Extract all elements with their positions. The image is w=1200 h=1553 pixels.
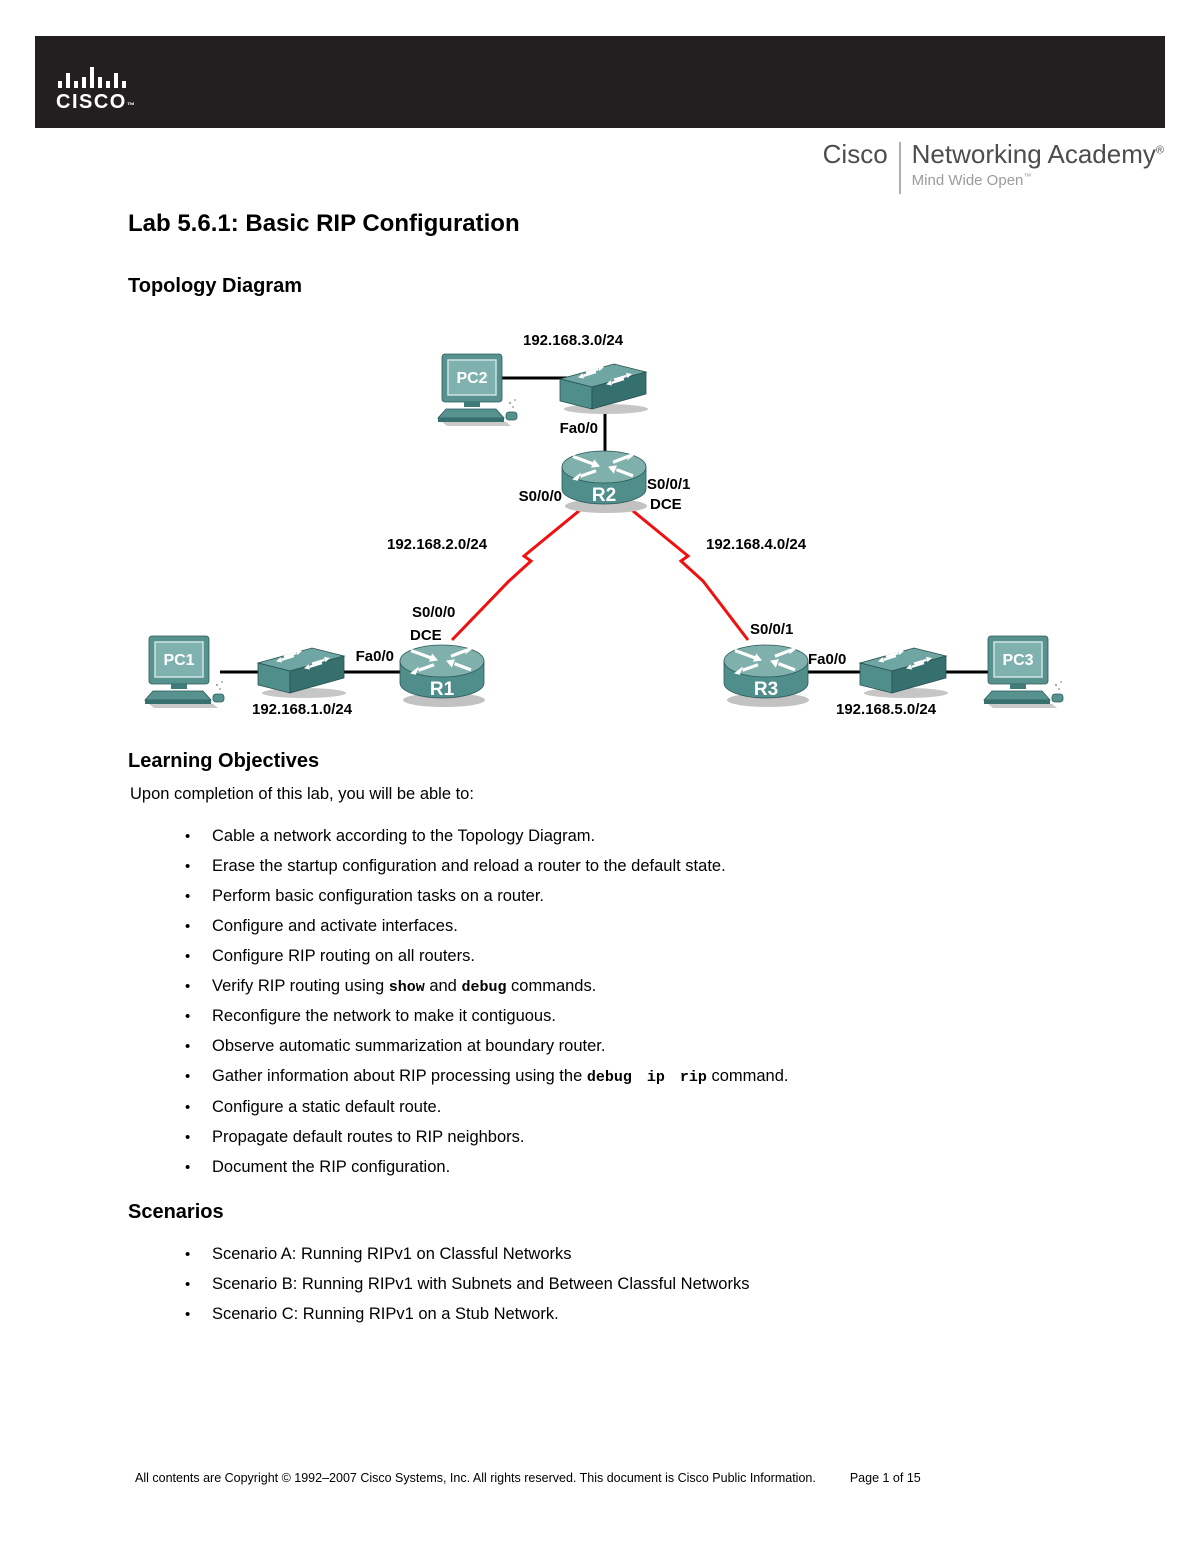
network-label-net5: 192.168.5.0/24: [836, 701, 937, 718]
interface-label-r2-fa00: Fa0/0: [559, 420, 598, 437]
topology-heading: Topology Diagram: [128, 275, 303, 297]
cisco-bridge-bars-icon: [58, 66, 135, 88]
objective-item: Configure RIP routing on all routers.: [183, 942, 788, 972]
cisco-wordmark: CISCO™: [56, 91, 135, 113]
svg-text:R2: R2: [592, 485, 616, 506]
objectives-heading: Learning Objectives: [128, 750, 320, 772]
scenarios-heading: Scenarios: [128, 1201, 224, 1223]
header-bar: CISCO™: [35, 36, 1165, 128]
router-r2: R2: [556, 442, 651, 519]
scenario-item: Scenario A: Running RIPv1 on Classful Ne…: [183, 1240, 749, 1270]
network-label-net2: 192.168.2.0/24: [387, 536, 488, 553]
router-r1: R1: [394, 636, 489, 713]
svg-text:PC1: PC1: [163, 652, 194, 669]
objective-item: Verify RIP routing using show and debug …: [183, 972, 788, 1003]
pc3: PC3: [982, 634, 1068, 715]
objective-item: Perform basic configuration tasks on a r…: [183, 882, 788, 912]
brand-academy-text: Networking Academy®: [911, 139, 1164, 169]
switch-icon: [256, 647, 346, 698]
svg-text:R3: R3: [754, 679, 778, 700]
topology-diagram: PC2: [0, 330, 1200, 730]
objectives-intro: Upon completion of this lab, you will be…: [130, 785, 474, 803]
cisco-logo: CISCO™: [56, 66, 135, 114]
objectives-list: Cable a network according to the Topolog…: [183, 822, 788, 1183]
switch-net1: [250, 642, 348, 705]
router-icon: R2: [561, 450, 647, 513]
interface-label-r1-fa00: Fa0/0: [355, 648, 394, 665]
interface-label-r2-dce: DCE: [650, 496, 682, 513]
brand-divider: [898, 142, 901, 194]
footer-copyright: All contents are Copyright © 1992–2007 C…: [135, 1471, 816, 1485]
interface-label-r2-s001: S0/0/1: [647, 476, 691, 493]
brand-cisco-text: Cisco: [822, 139, 888, 169]
switch-icon: [558, 363, 648, 414]
scenario-item: Scenario B: Running RIPv1 with Subnets a…: [183, 1270, 749, 1300]
svg-text:PC2: PC2: [456, 370, 487, 387]
serial-link-r2-r1: [450, 504, 586, 642]
switch-icon: [858, 647, 948, 698]
pc2: PC2: [436, 352, 522, 433]
interface-label-r1-s000: S0/0/0: [412, 604, 456, 621]
objective-item: Erase the startup configuration and relo…: [183, 852, 788, 882]
page-title: Lab 5.6.1: Basic RIP Configuration: [128, 210, 520, 237]
footer-page-number: Page 1 of 15: [849, 1471, 921, 1485]
page-footer: All contents are Copyright © 1992–2007 C…: [135, 1471, 921, 1485]
interface-label-r3-fa00: Fa0/0: [808, 651, 847, 668]
objective-item: Document the RIP configuration.: [183, 1153, 788, 1183]
objective-item: Gather information about RIP processing …: [183, 1062, 788, 1093]
router-r3: R3: [718, 636, 813, 713]
serial-link-r2-r3: [626, 504, 750, 641]
brand-tagline-text: Mind Wide Open™: [911, 171, 1032, 189]
interface-label-r3-s001: S0/0/1: [750, 621, 794, 638]
switch-net5: [852, 642, 950, 705]
router-icon: R3: [723, 644, 809, 707]
pc1: PC1: [143, 634, 229, 715]
switch-net3: [552, 358, 650, 421]
network-label-net3: 192.168.3.0/24: [523, 332, 624, 349]
network-label-net4: 192.168.4.0/24: [706, 536, 807, 553]
router-icon: R1: [399, 644, 485, 707]
scenario-item: Scenario C: Running RIPv1 on a Stub Netw…: [183, 1300, 749, 1330]
networking-academy-logo: Cisco Networking Academy® Mind Wide Open…: [822, 139, 1164, 194]
objective-item: Reconfigure the network to make it conti…: [183, 1002, 788, 1032]
pc-icon: PC2: [437, 353, 518, 426]
pc-icon: PC1: [144, 635, 225, 708]
pc-icon: PC3: [983, 635, 1064, 708]
objective-item: Configure and activate interfaces.: [183, 912, 788, 942]
objective-item: Observe automatic summarization at bound…: [183, 1032, 788, 1062]
objective-item: Cable a network according to the Topolog…: [183, 822, 788, 852]
svg-text:PC3: PC3: [1002, 652, 1033, 669]
objective-item: Propagate default routes to RIP neighbor…: [183, 1123, 788, 1153]
svg-text:R1: R1: [430, 679, 455, 700]
network-label-net1: 192.168.1.0/24: [252, 701, 353, 718]
scenarios-list: Scenario A: Running RIPv1 on Classful Ne…: [183, 1240, 749, 1330]
objective-item: Configure a static default route.: [183, 1093, 788, 1123]
interface-label-r1-dce: DCE: [410, 627, 442, 644]
interface-label-r2-s000: S0/0/0: [518, 488, 562, 505]
